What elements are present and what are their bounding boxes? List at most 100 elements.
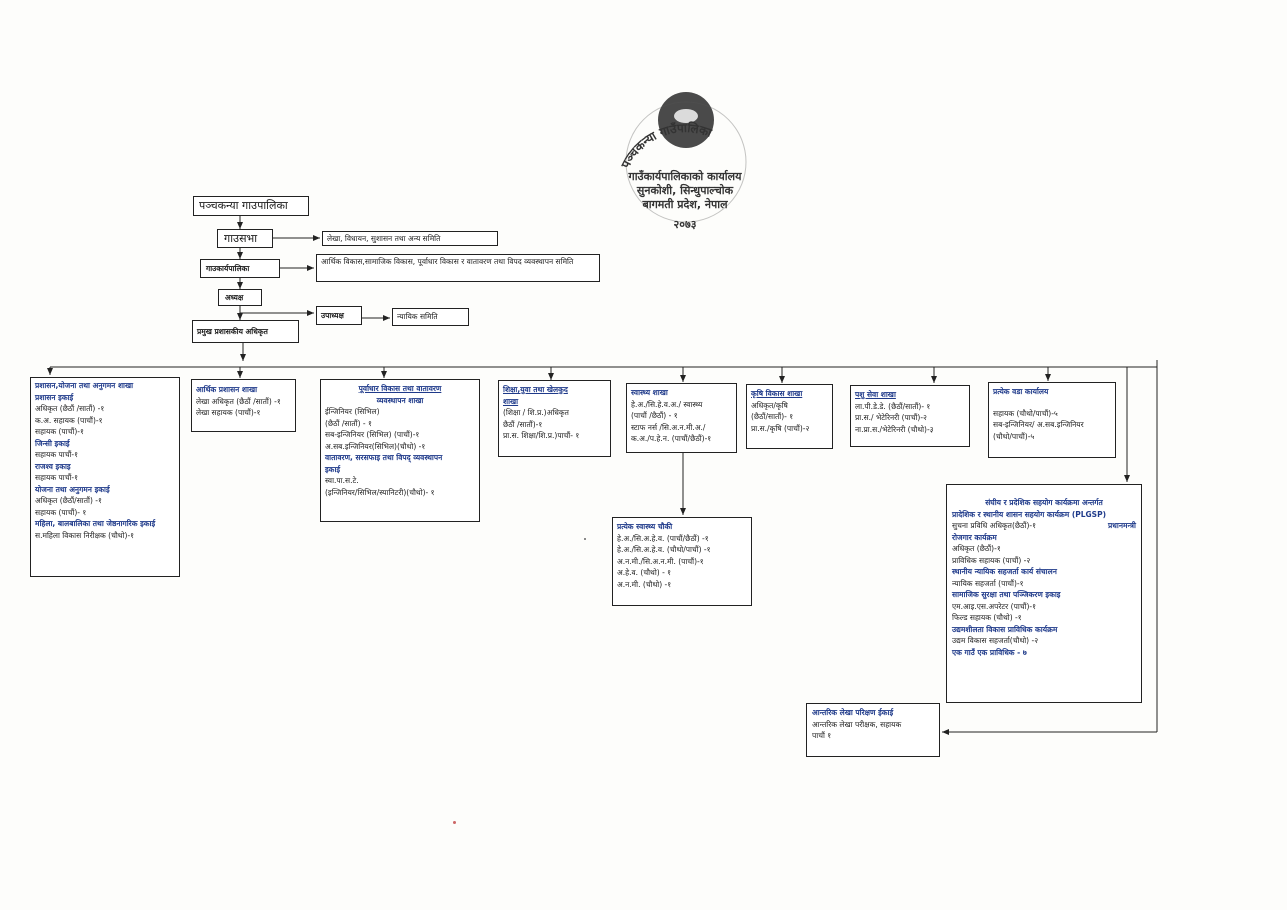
internal-audit-line: पाचौं १ <box>812 731 832 740</box>
program-social-security: सामाजिक सुरक्षा तथा पञ्जिकरण इकाइ <box>952 590 1061 599</box>
finance-branch-box: आर्थिक प्रशासन शाखा लेखा अधिकृत (छैठौं /… <box>191 379 296 432</box>
admin-line: सहायक (पाचौं)-१ <box>35 427 84 436</box>
program-line: प्राविधिक सहायक (पाचौं) -२ <box>952 555 1031 565</box>
scan-speck <box>453 821 456 824</box>
program-one-village-technician: एक गाउँ एक प्राविधिक - ७ <box>952 647 1027 657</box>
health-line: क.अ./प.हे.न. (पाचौं/छैठौं)-१ <box>631 434 712 443</box>
health-post-line: अ.न.मी./सि.अ.न.मी. (पाचौं)-१ <box>617 556 704 566</box>
livestock-line: ला.पी.डे.डे. (छैठौं/सातौं)- १ <box>855 401 931 411</box>
health-post-title: प्रत्येक स्वास्थ्य चौकी <box>617 522 673 531</box>
executive-committee-box: आर्थिक विकास,सामाजिक विकास, पूर्वाधार वि… <box>316 254 600 282</box>
seal-line-3: सुनकोशी, सिन्धुपाल्चोक <box>636 183 734 198</box>
infrastructure-line: सब-इन्जिनियर (सिभिल) (पाचौं)-१ <box>325 430 420 439</box>
infrastructure-title-2: व्यवस्थापन शाखा <box>376 395 424 405</box>
program-line: न्यायिक सहजर्ता (पाचौं)-१ <box>952 578 1024 588</box>
chairperson-box: अध्यक्ष <box>218 289 262 306</box>
ward-line: (चौथो/पाचौं)-५ <box>993 431 1035 441</box>
livestock-branch-box: पशु सेवा शाखा ला.पी.डे.डे. (छैठौं/सातौं)… <box>850 385 970 447</box>
infrastructure-line: (इन्जिनियर/सिभिल/स्यानिटरी)(चौथो)- १ <box>325 487 435 497</box>
agriculture-line: प्रा.स./कृषि (पाचौं)-२ <box>751 423 810 433</box>
ward-line: सब-इन्जिनियर/ अ.सब.इन्जिनियर <box>993 420 1084 429</box>
program-line: फिल्ड सहायक (चौथो) -१ <box>952 613 1022 622</box>
education-title-2: शाखा <box>503 396 519 406</box>
infrastructure-line: अ.सब.इन्जिनियर(सिभिल)(चौथो) -१ <box>325 441 426 451</box>
seal-line-2: गाउँकार्यपालिकाको कार्यालय <box>628 169 743 183</box>
environment-unit-title-1: वातावरण, सरसफाइ तथा विपद् व्यवस्थापन <box>325 453 443 462</box>
program-entrepreneurship: उद्यमशीलता विकास प्राविधिक कार्यक्रम <box>952 624 1058 634</box>
education-title-1: शिक्षा,युवा तथा खेलकुद <box>503 385 568 394</box>
health-branch-title: स्वास्थ्य शाखा <box>631 388 668 397</box>
program-line: एम.आइ.एस.अपरेटर (पाचौं)-१ <box>952 601 1037 611</box>
admin-unit-store: जिन्सी इकाई <box>35 438 70 448</box>
health-line: स्टाफ नर्स /सि.अ.न.मी.अ./ <box>631 422 706 432</box>
seal-year: २०७३ <box>674 218 697 231</box>
internal-audit-line: आन्तरिक लेखा परीक्षक, सहायक <box>812 719 902 729</box>
finance-branch-title: आर्थिक प्रशासन शाखा <box>196 385 258 394</box>
health-post-line: अ.न.मी. (चौथो) -१ <box>617 579 672 589</box>
internal-audit-title: आन्तरिक लेखा परिक्षण ईकाई <box>812 708 894 717</box>
program-line: अधिकृत (छैठौं)-१ <box>952 544 1001 553</box>
ward-office-title: प्रत्येक वडा कार्यालय <box>993 387 1049 396</box>
executive-committee-text: आर्थिक विकास,सामाजिक विकास, पूर्वाधार वि… <box>321 257 574 266</box>
program-row: सुचना प्रविधि अधिकृत(छैठौं)-१ प्रधानमन्त… <box>952 520 1136 532</box>
agriculture-line: (छैठौं/सातौं)- १ <box>751 412 794 421</box>
municipality-box: पञ्चकन्या गाउपालिका <box>193 196 309 216</box>
program-line: उद्यम विकास सहजर्ता(चौथो) -२ <box>952 636 1039 645</box>
admin-line: सहायक (पाचौं)- १ <box>35 507 87 517</box>
education-line: छैठौं /सातौं)-१ <box>503 419 543 429</box>
infrastructure-title-1: पूर्वाधार विकास तथा वातावरण <box>358 384 442 393</box>
infrastructure-line: (छैठौं /सातौं) - १ <box>325 418 372 428</box>
health-post-line: हे.अ./सि.अ.हे.व. (पाचौं/छैठौं) -१ <box>617 533 709 543</box>
admin-line: क.अ. सहायक (पाचौं)-१ <box>35 415 103 425</box>
programs-title: संघीय र प्रदेशिक सहयोग कार्यक्रमा अन्तर्… <box>985 498 1103 507</box>
infrastructure-line: ईन्जिनियर (सिभिल) <box>325 407 380 416</box>
vice-chair-box: उपाध्यक्ष <box>316 306 362 325</box>
ward-office-box: प्रत्येक वडा कार्यालय सहायक (चौथो/पाचौं)… <box>988 382 1116 458</box>
agriculture-line: अधिकृत/कृषि <box>751 400 788 410</box>
assembly-box: गाउसभा <box>217 229 273 248</box>
admin-line: अधिकृत (छैठौं/सातौं) -१ <box>35 496 102 505</box>
education-line: प्रा.स. शिक्षा/शि.प्र.)पाचौं- १ <box>503 431 580 440</box>
livestock-line: प्रा.स./ भेटेरिनरी (पाचौं)-२ <box>855 413 927 422</box>
education-branch-box: शिक्षा,युवा तथा खेलकुद शाखा (शिक्षा / शि… <box>498 380 611 457</box>
seal-line-4: बागमती प्रदेश, नेपाल <box>641 197 728 211</box>
finance-line: लेखा अधिकृत (छैठौं /सातौं) -१ <box>196 396 281 406</box>
health-post-line: अ.हे.व. (चौथो) - १ <box>617 568 672 577</box>
environment-unit-title-2: इकाई <box>325 464 341 474</box>
program-pm-label: प्रधानमन्त्री <box>1108 521 1136 530</box>
admin-unit-women-children: महिला, बालबालिका तथा जेष्ठनागरिक इकाई <box>35 519 156 528</box>
admin-branch-title: प्रशासन,योजना तथा अनुगमन शाखा <box>35 381 134 390</box>
cao-box: प्रमुख प्रशासकीय अधिकृत <box>192 320 299 343</box>
program-judicial-facilitation: स्थानीय न्यायिक सहजर्ता कार्य संचालन <box>952 567 1057 576</box>
infrastructure-line: स्वा.पा.स.टे. <box>325 476 359 485</box>
internal-audit-box: आन्तरिक लेखा परिक्षण ईकाई आन्तरिक लेखा प… <box>806 703 940 757</box>
livestock-branch-title: पशु सेवा शाखा <box>855 390 896 399</box>
admin-branch-box: प्रशासन,योजना तथा अनुगमन शाखा प्रशासन इक… <box>30 377 180 577</box>
livestock-line: ना.प्रा.स./भेटेरिनरी (चौथो)-३ <box>855 424 934 434</box>
health-post-box: प्रत्येक स्वास्थ्य चौकी हे.अ./सि.अ.हे.व.… <box>612 517 752 606</box>
admin-line: सहायक पाचौं-१ <box>35 450 79 459</box>
judicial-committee-box: न्यायिक समिति <box>392 308 469 326</box>
health-line: हे.अ./सि.हे.व.अ./ स्वास्थ्य <box>631 399 703 409</box>
agriculture-branch-box: कृषि विकास शाखा अधिकृत/कृषि (छैठौं/सातौं… <box>746 384 833 449</box>
admin-line: सहायक पाचौं-१ <box>35 473 79 482</box>
infrastructure-branch-box: पूर्वाधार विकास तथा वातावरण व्यवस्थापन श… <box>320 379 480 522</box>
health-line: (पाचौं /छैठौं) - १ <box>631 411 678 420</box>
municipality-seal: पञ्चकन्या गाउँपालिका गाउँकार्यपालिकाको क… <box>618 92 747 231</box>
executive-box: गाउकार्यपालिका <box>200 259 280 278</box>
admin-line: अधिकृत (छैठौं /सातौं) -१ <box>35 404 105 413</box>
admin-unit-planning: योजना तथा अनुगमन इकाई <box>35 484 110 494</box>
agriculture-branch-title: कृषि विकास शाखा <box>751 389 803 398</box>
assembly-committee-box: लेखा, विधायन, सुशासन तथा अन्य समिति <box>322 231 498 246</box>
health-post-line: हे.अ./सि.अ.हे.व. (चौथो/पाचौं) -१ <box>617 545 711 554</box>
ward-line: सहायक (चौथो/पाचौं)-५ <box>993 408 1058 418</box>
admin-line: स.महिला विकास निरीक्षक (चौथो)-१ <box>35 530 135 540</box>
programs-box: संघीय र प्रदेशिक सहयोग कार्यक्रमा अन्तर्… <box>946 484 1142 703</box>
program-plgsp: प्रादेशिक र स्थानीय शासन सहयोग कार्यक्रम… <box>952 509 1107 519</box>
finance-line: लेखा सहायक (पाचौं)-१ <box>196 408 261 417</box>
admin-unit-admin: प्रशासन इकाई <box>35 392 74 402</box>
admin-unit-revenue: राजश्व इकाइ <box>35 461 71 471</box>
education-line: (शिक्षा / शि.प्र.)अधिकृत <box>503 408 569 417</box>
program-employment: रोजगार कार्यक्रम <box>952 532 997 542</box>
